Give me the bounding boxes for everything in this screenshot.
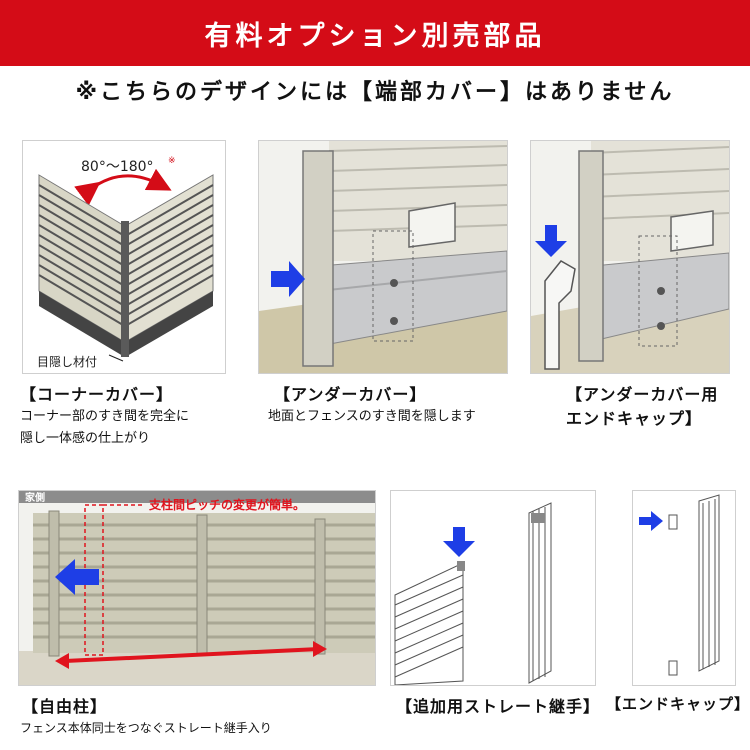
angle-note-mark: ※ — [168, 156, 176, 166]
endcap-title-line1: 【アンダーカバー用 — [566, 385, 719, 404]
design-notice: ※こちらのデザインには【端部カバー】はありません — [75, 80, 675, 105]
corner-cover-desc-line1: コーナー部のすき間を完全に — [20, 409, 190, 424]
corner-cover-desc-line2: 隠し一体感の仕上がり — [20, 431, 151, 446]
straight-joint-image — [390, 490, 596, 686]
under-cover-image — [258, 140, 508, 374]
corner-cover-image: 80°〜180° ※ 目隠し材付 — [22, 140, 226, 374]
angle-label: 80°〜180° — [81, 159, 154, 175]
under-cover-endcap-image — [530, 140, 730, 374]
corner-cover-title: 【コーナーカバー】 — [20, 385, 174, 404]
callout: 支柱間ピッチの変更が簡単。 — [148, 497, 305, 512]
side-label: 家側 — [25, 491, 45, 504]
endcap-title-line2: エンドキャップ】 — [566, 409, 703, 428]
header-banner: 有料オプション別売部品 — [0, 0, 750, 66]
free-post-desc: フェンス本体同士をつなぐストレート継手入り — [20, 721, 272, 735]
free-post-image: 家側 支柱間ピッチの変更が簡単。 — [18, 490, 376, 686]
end-cap-title: 【エンドキャップ】 — [606, 695, 750, 713]
end-cap-image — [632, 490, 736, 686]
straight-joint-title: 【追加用ストレート継手】 — [396, 697, 601, 716]
under-cover-title: 【アンダーカバー】 — [274, 385, 427, 404]
free-post-title: 【自由柱】 — [22, 697, 108, 716]
part-label: 目隠し材付 — [37, 355, 97, 369]
under-cover-desc: 地面とフェンスのすき間を隠します — [268, 409, 476, 424]
page-title: 有料オプション別売部品 — [204, 20, 546, 52]
